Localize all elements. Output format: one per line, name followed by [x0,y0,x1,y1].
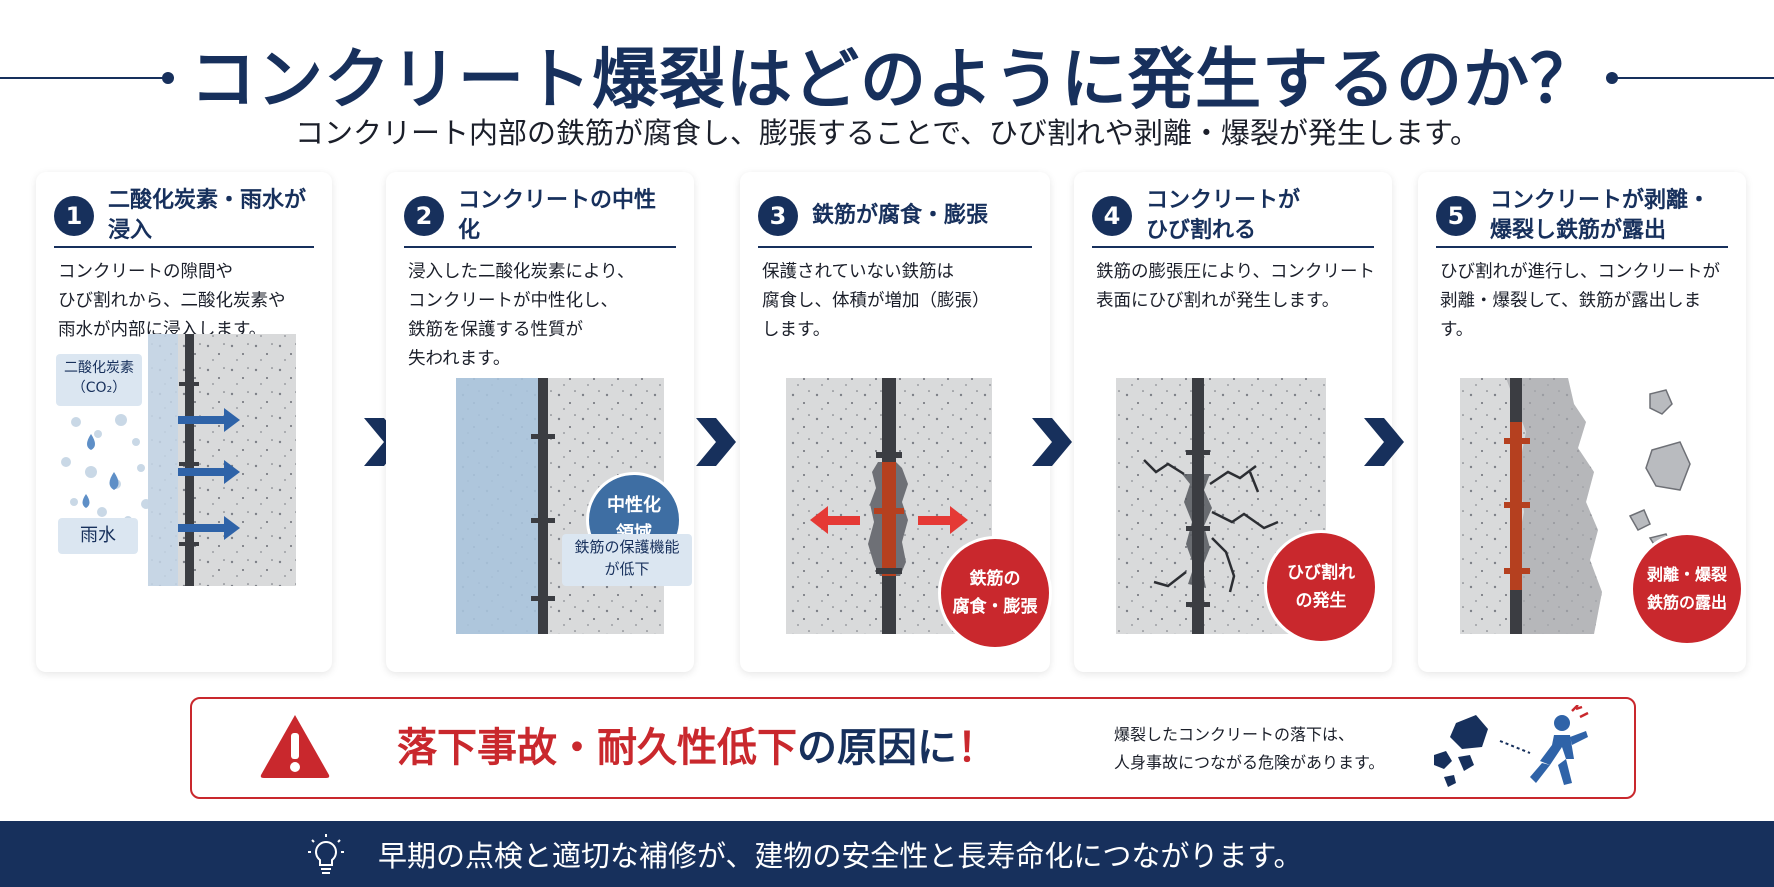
title-decoration-line-left [0,77,168,79]
warning-triangle-icon [260,715,330,778]
neutralized-zone [456,378,540,634]
page-subtitle: コンクリート内部の鉄筋が腐食し、膨張することで、ひび割れや剥離・爆裂が発生します… [294,116,1480,150]
step-header: 1 二酸化炭素・雨水が浸入 [54,186,314,248]
title-decoration-dot-left [162,72,174,84]
step-number-badge: 1 [54,196,94,236]
spalling-badge: 剥離・爆裂 鉄筋の露出 [1630,532,1744,646]
step-number-badge: 4 [1092,196,1132,236]
step-title: コンクリートが剥離・ 爆裂し鉄筋が露出 [1490,188,1711,243]
warning-banner: 落下事故・耐久性低下の原因に！ 爆裂したコンクリートの落下は、 人身事故につなが… [190,697,1636,799]
falling-debris-person-icon [1434,705,1589,787]
step-description: 浸入した二酸化炭素により、 コンクリートが中性化し、 鉄筋を保護する性質が 失わ… [408,262,635,369]
step-description: 鉄筋の膨張圧により、コンクリート 表面にひび割れが発生します。 [1096,262,1375,311]
water-drop-icon [82,434,119,508]
title-row: コンクリート爆裂はどのように発生するのか？ [0,18,1774,118]
warning-headline: 落下事故・耐久性低下の原因に！ [397,715,997,773]
warning-description: 爆裂したコンクリートの落下は、 人身事故につながる危険があります。 [1114,725,1385,772]
infiltration-arrow-icon [178,408,240,540]
step-title: 鉄筋が腐食・膨張 [812,203,989,228]
step5-illustration [1460,378,1691,634]
rebar [538,378,548,634]
step-number-badge: 5 [1436,196,1476,236]
corroded-rebar [882,462,896,576]
rebar [185,334,194,586]
rainwater-label: 雨水 [58,518,138,554]
step-arrow-icon [696,418,736,466]
step-title: 二酸化炭素・雨水が浸入 [108,188,307,243]
mist-particles [61,414,151,524]
step-title: コンクリートが ひび割れる [1146,188,1301,243]
step-header: 4 コンクリートが ひび割れる [1092,186,1374,248]
step-title: コンクリートの中性化 [458,188,657,243]
step-header: 5 コンクリートが剥離・ 爆裂し鉄筋が露出 [1436,186,1728,248]
step-header: 3 鉄筋が腐食・膨張 [758,186,1032,248]
infiltration-zone [148,334,178,586]
page-title: コンクリート爆裂はどのように発生するのか？ [190,41,1597,118]
step-card-4: 4 コンクリートが ひび割れる 鉄筋の膨張圧により、コンクリート 表面にひび割れ… [1074,172,1392,672]
step-header: 2 コンクリートの中性化 [404,186,676,248]
warning-headline-navy: の原因に [797,725,957,771]
step-card-2: 2 コンクリートの中性化 浸入した二酸化炭素により、 コンクリートが中性化し、 … [386,172,694,672]
step-card-5: 5 コンクリートが剥離・ 爆裂し鉄筋が露出 ひび割れが進行し、コンクリートが 剥… [1418,172,1746,672]
expansion-arrow-icon [810,506,968,534]
rebar [1192,378,1204,634]
crack-badge: ひび割れ の発生 [1264,530,1378,644]
step-description: 保護されていない鉄筋は 腐食し、体積が増加（膨張） します。 [762,262,990,340]
step-description: ひび割れが進行し、コンクリートが 剥離・爆裂して、鉄筋が露出します。 [1440,262,1720,340]
step-arrow-icon [1364,418,1404,466]
corrosion-badge: 鉄筋の 腐食・膨張 [938,536,1052,650]
step1-illustration [61,334,296,586]
step-number-badge: 3 [758,196,798,236]
step2-illustration [456,378,664,634]
crack-lines [1143,459,1279,593]
warning-headline-red: 落下事故・耐久性低下 [397,725,797,771]
step-card-3: 3 鉄筋が腐食・膨張 保護されていない鉄筋は 腐食し、体積が増加（膨張） します… [740,172,1052,672]
title-decoration-line-right [1612,77,1774,79]
co2-label: 二酸化炭素 （CO₂） [56,354,142,406]
step-card-1: 1 二酸化炭素・雨水が浸入 コンクリートの隙間や ひび割れから、二酸化炭素や 雨… [36,172,332,672]
step-arrow-icon [1032,418,1072,466]
warning-exclamation: ！ [957,725,997,771]
lightbulb-icon [308,834,344,874]
footer-bar: 早期の点検と適切な補修が、建物の安全性と長寿命化につながります。 [0,821,1774,887]
step-number-badge: 2 [404,196,444,236]
protection-loss-note: 鉄筋の保護機能 が低下 [562,534,692,586]
footer-message: 早期の点検と適切な補修が、建物の安全性と長寿命化につながります。 [378,839,1303,873]
